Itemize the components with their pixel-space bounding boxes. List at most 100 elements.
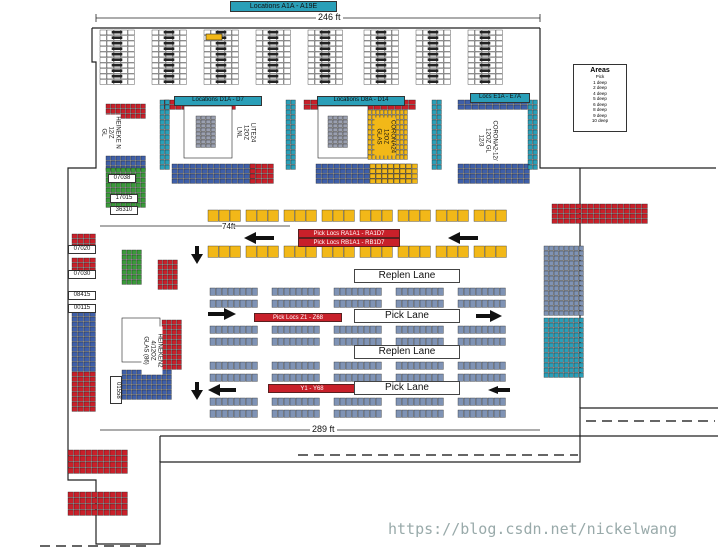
- rack-pick: [209, 337, 258, 346]
- rack-pick: [209, 287, 258, 296]
- rack-right: [543, 245, 584, 316]
- rack-d1-inner: [195, 115, 216, 148]
- rack-pick: [457, 299, 506, 308]
- rack-a-stripe: [479, 30, 491, 34]
- rack-pick: [333, 287, 382, 296]
- rack-a-stripe: [479, 63, 491, 67]
- rack-a-stripe: [163, 52, 175, 56]
- item-code-07030: 07030: [68, 270, 96, 279]
- rack-a-stripe: [375, 58, 387, 62]
- rack-a-stripe: [375, 41, 387, 45]
- rack-a-stripe: [479, 58, 491, 62]
- rack-yellow-pick: [473, 245, 507, 258]
- rack-a-stripe: [163, 74, 175, 78]
- pick-lane-2: Pick Lane: [354, 381, 460, 395]
- rack-wall-blue: [71, 311, 96, 372]
- rack-a-stripe: [215, 30, 227, 34]
- rack-pick: [395, 325, 444, 334]
- legend-item: Pick: [595, 74, 605, 79]
- rack-pick: [333, 299, 382, 308]
- rack-a-stripe: [163, 41, 175, 45]
- rack-pick: [333, 397, 382, 406]
- rack-a-stripe: [111, 36, 123, 40]
- pick-locs-ra: Pick Locs RA1A1 - RA1D7: [298, 229, 400, 238]
- rack-a-stripe: [319, 80, 331, 83]
- item-code-00115: 00115: [68, 304, 96, 313]
- rack-yellow-pick: [283, 245, 317, 258]
- rack-a-stripe: [215, 52, 227, 56]
- rack-pick: [209, 325, 258, 334]
- rack-yellow-pick: [321, 209, 355, 222]
- rack-a-stripe: [215, 63, 227, 67]
- arrow-down-icon: [191, 382, 203, 400]
- rack-d2-inner: [327, 115, 348, 148]
- dock-dashes: [40, 420, 715, 547]
- rack-teal: [159, 99, 170, 170]
- rack-pick: [271, 299, 320, 308]
- arrow-right-icon: [208, 308, 236, 320]
- pick-locs-y: Y1 - Y68: [268, 384, 356, 393]
- arrow-left-icon: [488, 386, 510, 394]
- pick-locs-z: Pick Locs Z1 - Z68: [254, 313, 342, 322]
- legend-item: 5 deep: [593, 96, 607, 101]
- rack-a-yellow: [205, 33, 223, 41]
- rack-a-stripe: [267, 47, 279, 51]
- rack-a-stripe: [111, 30, 123, 34]
- rack-a-stripe: [111, 58, 123, 62]
- item-code-36310: 36310: [110, 206, 138, 215]
- width-dimension-top: 246 ft: [316, 12, 343, 22]
- rack-pick: [209, 397, 258, 406]
- rack-pick: [457, 287, 506, 296]
- rack-green-mid: [121, 249, 142, 285]
- width-dimension-bottom: 289 ft: [310, 424, 337, 434]
- rack-yellow-pick: [435, 209, 469, 222]
- rack-a-stripe: [479, 36, 491, 40]
- pick-lane-1: Pick Lane: [354, 309, 460, 323]
- rack-pick: [271, 287, 320, 296]
- rack-a-stripe: [427, 47, 439, 51]
- rack-a-stripe: [375, 36, 387, 40]
- rack-blue-mid: [121, 369, 172, 400]
- rack-a-stripe: [479, 74, 491, 78]
- rack-yellow-pick: [321, 245, 355, 258]
- rack-pick: [457, 361, 506, 370]
- rack-pick: [395, 299, 444, 308]
- rack-a-stripe: [427, 74, 439, 78]
- rack-a-stripe: [215, 74, 227, 78]
- rack-pick: [271, 373, 320, 382]
- rack-pick: [271, 361, 320, 370]
- rack-a-stripe: [319, 41, 331, 45]
- rack-yellow-pick: [473, 209, 507, 222]
- rack-pick: [209, 299, 258, 308]
- rack-a-stripe: [319, 58, 331, 62]
- rack-pick: [457, 325, 506, 334]
- rack-a-stripe: [163, 36, 175, 40]
- rack-a-stripe: [375, 80, 387, 83]
- watermark: https://blog.csdn.net/nickelwang: [388, 520, 677, 538]
- rack-a-stripe: [163, 58, 175, 62]
- rack-yellow-pick: [283, 209, 317, 222]
- rack-pick: [209, 409, 258, 418]
- rack-pick: [395, 397, 444, 406]
- rack-a-stripe: [163, 80, 175, 83]
- legend-item: 9 deep: [593, 112, 607, 118]
- rack-a-stripe: [267, 74, 279, 78]
- rack-grid: [67, 29, 648, 516]
- rack-yellow-pick: [435, 245, 469, 258]
- dimension-74ft: 74ft: [222, 222, 236, 231]
- legend-item: 8 deep: [593, 107, 607, 112]
- rack-yellow-pick: [397, 245, 431, 258]
- rack-a-stripe: [319, 36, 331, 40]
- rack-a-stripe: [215, 58, 227, 62]
- rack-yellow-pick: [245, 209, 279, 222]
- rack-a-stripe: [375, 30, 387, 34]
- rack-a-stripe: [111, 52, 123, 56]
- direction-arrows: [191, 232, 510, 400]
- rack-pick: [333, 337, 382, 346]
- rack-a-stripe: [111, 41, 123, 45]
- rack-a-stripe: [375, 47, 387, 51]
- rack-bottom-red: [67, 449, 128, 474]
- item-code-07038: 07038: [108, 174, 136, 183]
- item-code-01558: 01558: [110, 376, 122, 404]
